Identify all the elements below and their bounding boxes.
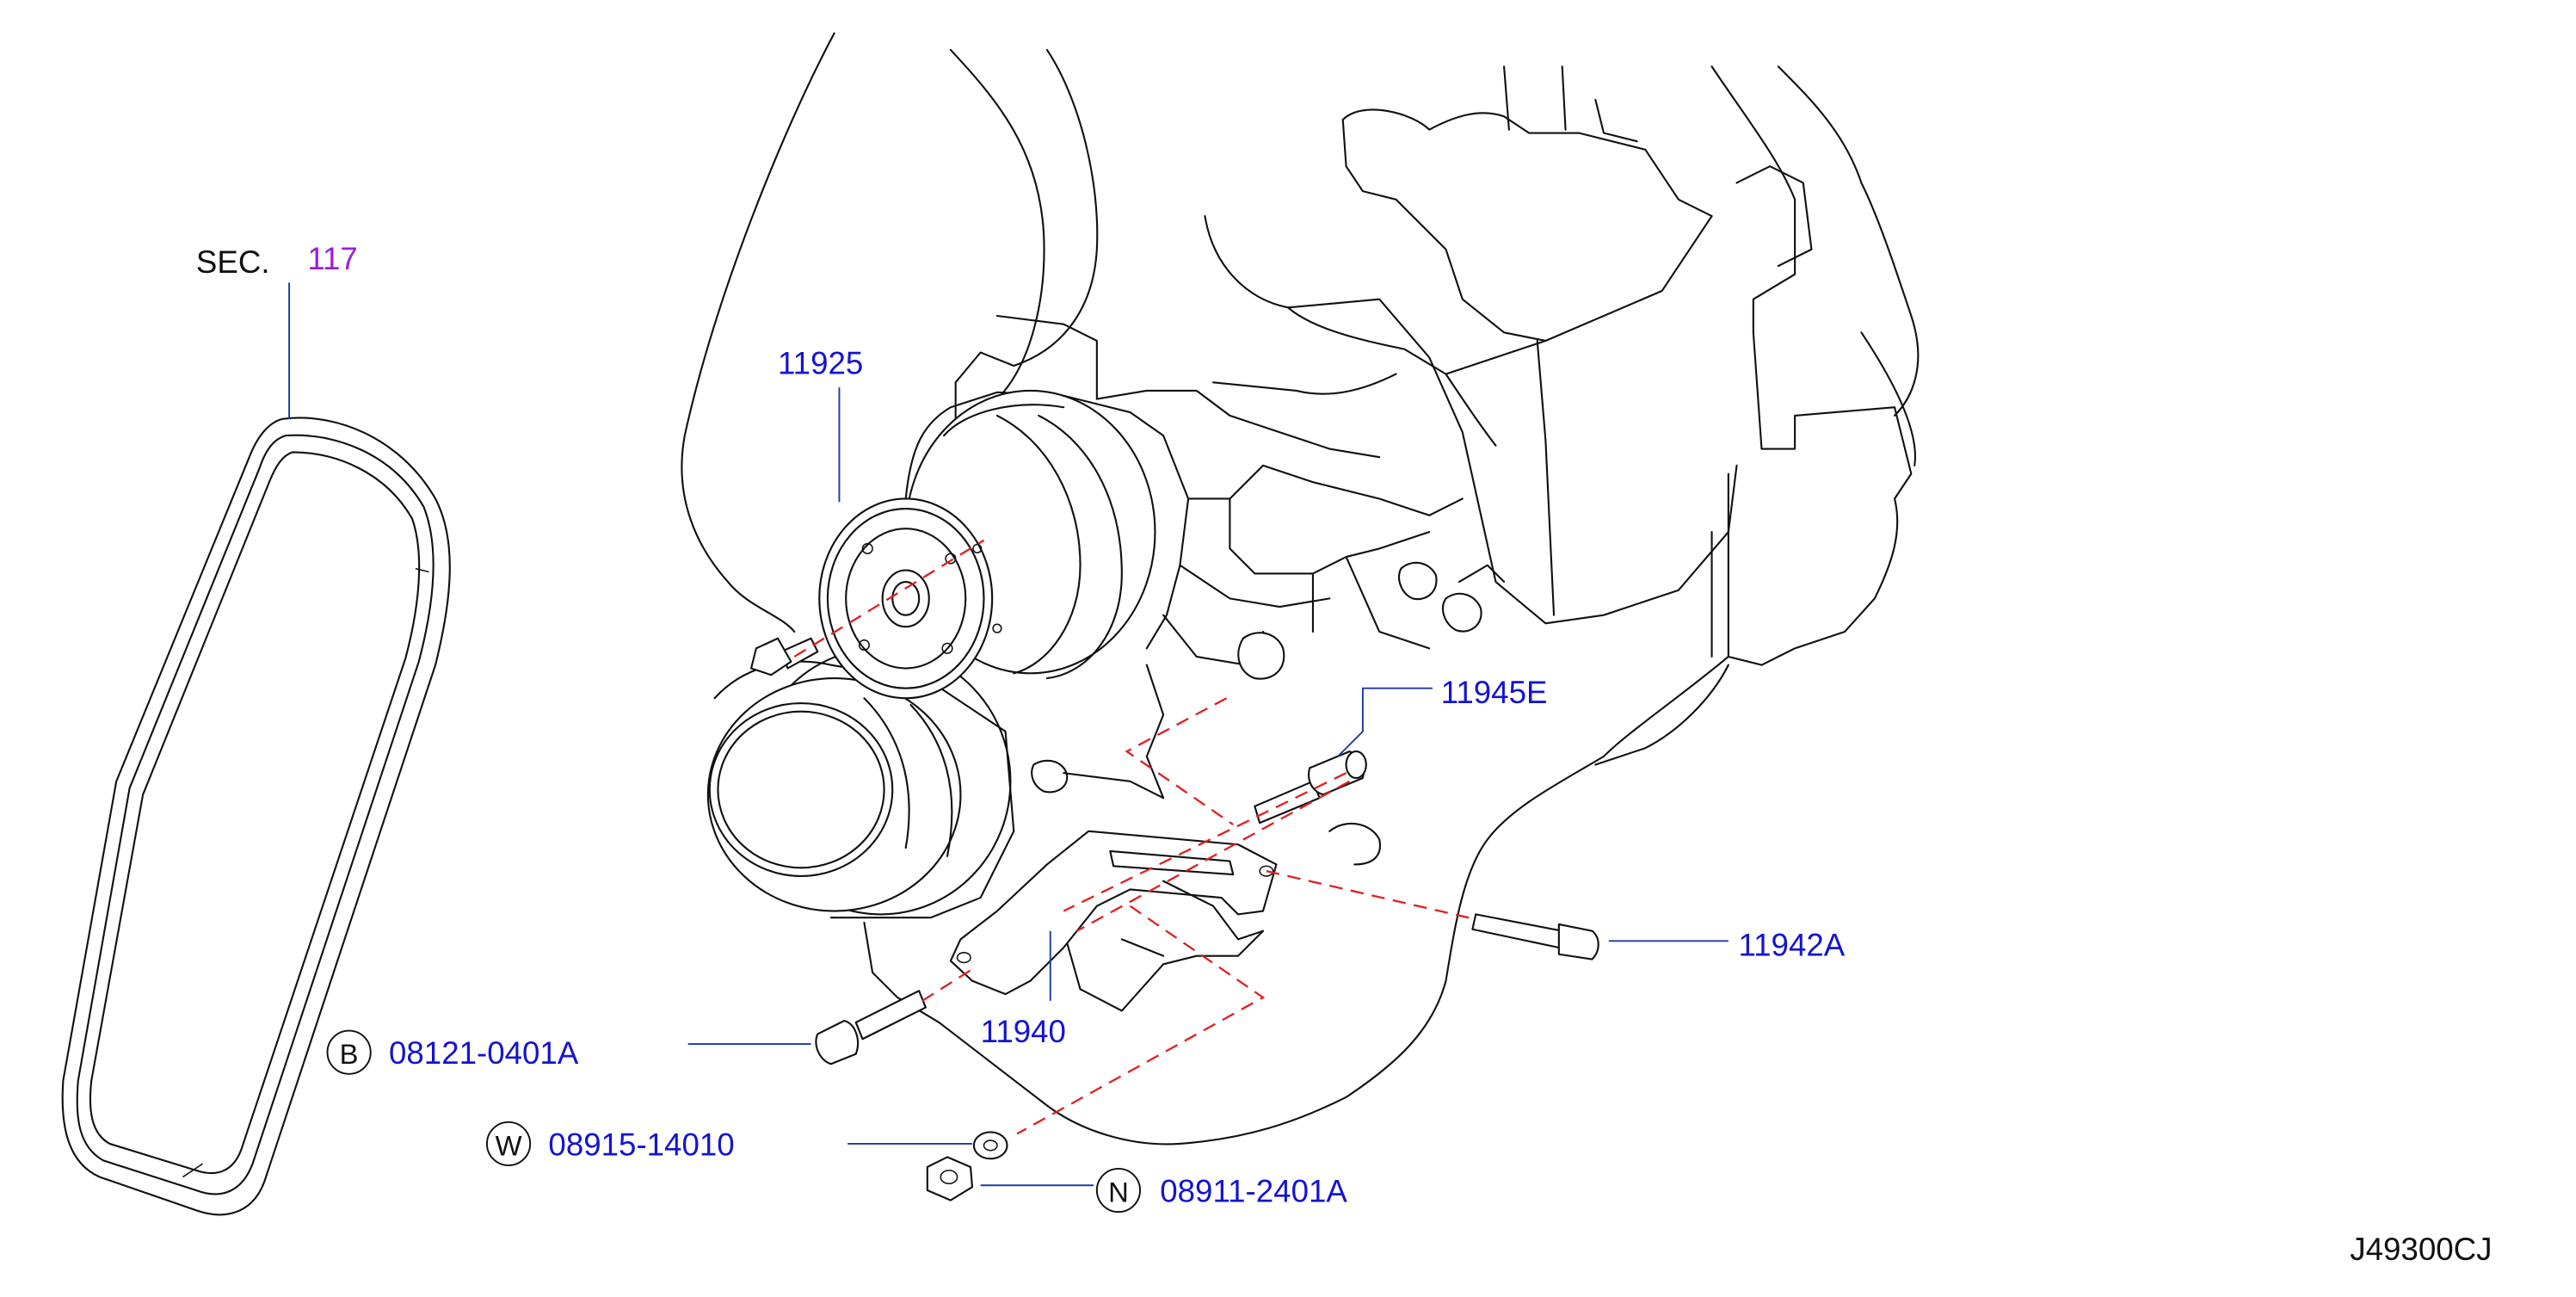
- crank-pulley-bolt: [750, 637, 819, 676]
- part-label-spacer-bolt[interactable]: 11945E: [1441, 675, 1548, 710]
- diagram-code: J49300CJ: [2350, 1232, 2492, 1267]
- marker-w: W: [496, 1129, 522, 1161]
- assembly-phantom-lines: [793, 539, 1476, 1135]
- nut-n: [926, 1156, 974, 1201]
- part-label-crank-pulley[interactable]: 11925: [778, 346, 863, 381]
- engine-block: [681, 32, 1920, 1146]
- part-label-nut[interactable]: 08911-2401A: [1160, 1174, 1347, 1209]
- crank-pulley: [818, 389, 1156, 700]
- section-ref-link[interactable]: 117: [307, 241, 358, 276]
- lower-pulley: [706, 647, 1015, 919]
- bolt-b: [815, 990, 927, 1065]
- marker-b: B: [340, 1038, 359, 1070]
- marker-circle-w: [485, 1121, 532, 1167]
- washer-w: [972, 1131, 1008, 1160]
- spacer-bolt: [1254, 750, 1367, 825]
- marker-circle-b: [326, 1029, 372, 1075]
- section-ref-prefix: SEC.: [196, 244, 270, 280]
- adjust-bolt: [1471, 913, 1599, 960]
- leader-lines: [687, 387, 1729, 1187]
- alternator-bracket: [949, 830, 1278, 996]
- drive-belt: [61, 417, 451, 1216]
- marker-circle-n: [1095, 1167, 1142, 1214]
- marker-n: N: [1108, 1177, 1129, 1208]
- part-label-adjust-bolt[interactable]: 11942A: [1738, 928, 1845, 963]
- part-label-bracket[interactable]: 11940: [981, 1014, 1066, 1049]
- part-label-bolt[interactable]: 08121-0401A: [389, 1035, 579, 1071]
- part-label-washer[interactable]: 08915-14010: [548, 1127, 734, 1162]
